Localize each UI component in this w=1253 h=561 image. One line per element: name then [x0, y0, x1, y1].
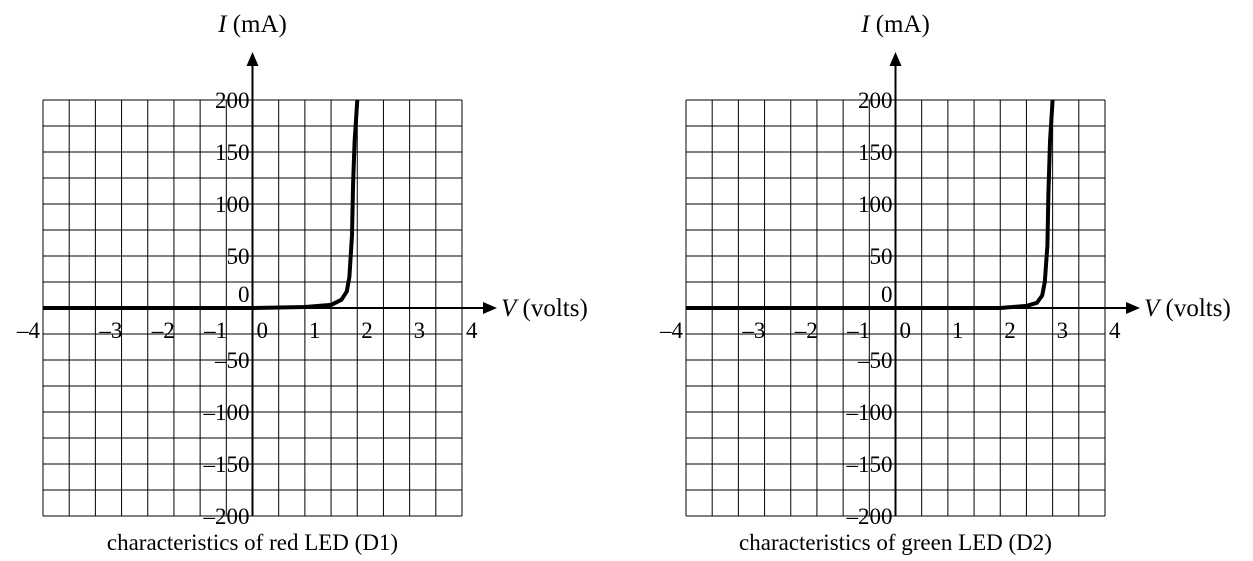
- green-led-y-axis-label: I (mA): [860, 11, 930, 38]
- red-led-x-tick-label: 4: [466, 318, 478, 343]
- red-led-x-tick-label: –1: [203, 318, 227, 343]
- red-led-x-tick-label: 2: [361, 318, 373, 343]
- green-led-y-axis-var: I: [860, 11, 871, 38]
- green-led-y-tick-label: –200: [846, 504, 893, 529]
- green-led-x-tick-label: 2: [1004, 318, 1016, 343]
- red-led-x-axis-unit: (volts): [516, 295, 588, 322]
- green-led-y-tick-label: 100: [858, 192, 893, 217]
- green-led-y-tick-label: 200: [858, 88, 893, 113]
- green-led-x-axis-unit: (volts): [1159, 295, 1231, 322]
- red-led-y-axis-var: I: [217, 11, 228, 38]
- red-led-y-axis-label: I (mA): [217, 11, 287, 38]
- green-led-caption: characteristics of green LED (D2): [739, 530, 1052, 555]
- red-led-x-tick-label: –4: [16, 318, 41, 343]
- red-led-x-axis-label: V (volts): [501, 295, 588, 322]
- red-led-y-tick-label: 50: [227, 244, 250, 269]
- red-led-y-axis-unit: (mA): [226, 11, 286, 38]
- red-led-caption: characteristics of red LED (D1): [107, 530, 398, 555]
- red-led-x-tick-label: 1: [309, 318, 321, 343]
- red-led-y-tick-label: –200: [203, 504, 250, 529]
- red-led-y-tick-label: –100: [203, 400, 250, 425]
- green-led-x-tick-label: –2: [794, 318, 818, 343]
- green-led-x-tick-label: 3: [1057, 318, 1069, 343]
- red-led-iv-curve: [43, 99, 360, 310]
- red-led-x-tick-label: –3: [98, 318, 122, 343]
- red-led-y-tick-label: 100: [215, 192, 250, 217]
- green-led-x-axis-label: V (volts): [1144, 295, 1231, 322]
- green-led-y-tick-label: –50: [857, 348, 893, 373]
- green-led-x-tick-label: 1: [952, 318, 964, 343]
- green-led-y-axis-unit: (mA): [869, 11, 929, 38]
- green-led-x-tick-label: –4: [659, 318, 684, 343]
- red-led-y-tick-label: –150: [203, 452, 250, 477]
- green-led-y-tick-label: 0: [881, 282, 893, 307]
- red-led-chart: –4 –3 –2 –1 0 1 2 3 4 200 150 100 50 0 –50 –100 –150 –200…: [16, 11, 588, 555]
- red-led-y-tick-label: 150: [215, 140, 250, 165]
- green-led-iv-curve: [686, 99, 1055, 310]
- green-led-x-tick-label: –1: [846, 318, 870, 343]
- red-led-y-axis-arrow: [246, 52, 259, 66]
- red-led-x-tick-label: 0: [257, 318, 269, 343]
- green-led-x-tick-label: 4: [1109, 318, 1121, 343]
- green-led-x-axis-arrow: [1126, 302, 1140, 314]
- green-led-x-tick-label: –3: [741, 318, 765, 343]
- red-led-x-axis-var: V: [501, 295, 519, 322]
- red-led-x-axis-arrow: [483, 302, 497, 314]
- green-led-y-axis-arrow: [889, 52, 902, 66]
- red-led-y-tick-label: 0: [238, 282, 250, 307]
- red-led-y-tick-label: 200: [215, 88, 250, 113]
- green-led-x-tick-label: 0: [900, 318, 912, 343]
- green-led-y-tick-label: 150: [858, 140, 893, 165]
- red-led-x-tick-label: 3: [414, 318, 426, 343]
- green-led-x-axis-var: V: [1144, 295, 1162, 322]
- green-led-chart: –4 –3 –2 –1 0 1 2 3 4 200 150 100 50 0 –50 –100 –150 –200…: [659, 11, 1231, 555]
- red-led-x-tick-label: –2: [151, 318, 175, 343]
- red-led-y-tick-label: –50: [214, 348, 250, 373]
- green-led-y-tick-label: 50: [870, 244, 893, 269]
- green-led-y-tick-label: –100: [846, 400, 893, 425]
- green-led-y-tick-label: –150: [846, 452, 893, 477]
